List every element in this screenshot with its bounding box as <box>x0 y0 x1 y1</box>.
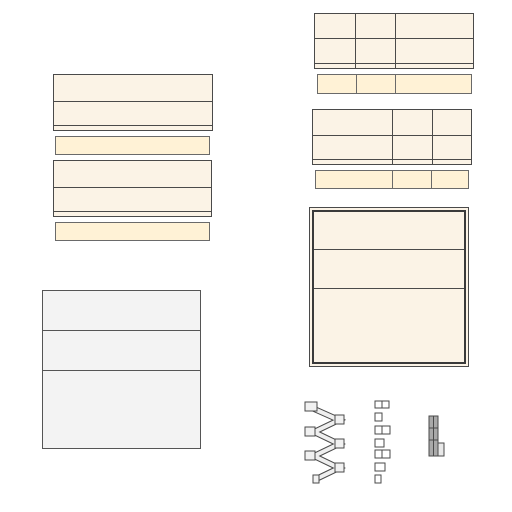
zigzag-chain-icon <box>304 401 347 484</box>
right-table-2 <box>312 109 472 165</box>
right-strip-2 <box>315 170 469 189</box>
right-strip-1 <box>317 74 472 94</box>
left-strip-2 <box>55 222 210 241</box>
left-panel-1 <box>53 74 213 131</box>
left-strip-1 <box>55 136 210 155</box>
grey-bar-icon <box>428 415 445 457</box>
grey-panel <box>42 290 201 449</box>
large-panel-frame <box>309 207 469 367</box>
stacked-blocks-icon <box>374 400 391 484</box>
left-panel-2 <box>53 160 212 217</box>
large-panel <box>312 210 466 364</box>
right-table-1 <box>314 13 474 69</box>
